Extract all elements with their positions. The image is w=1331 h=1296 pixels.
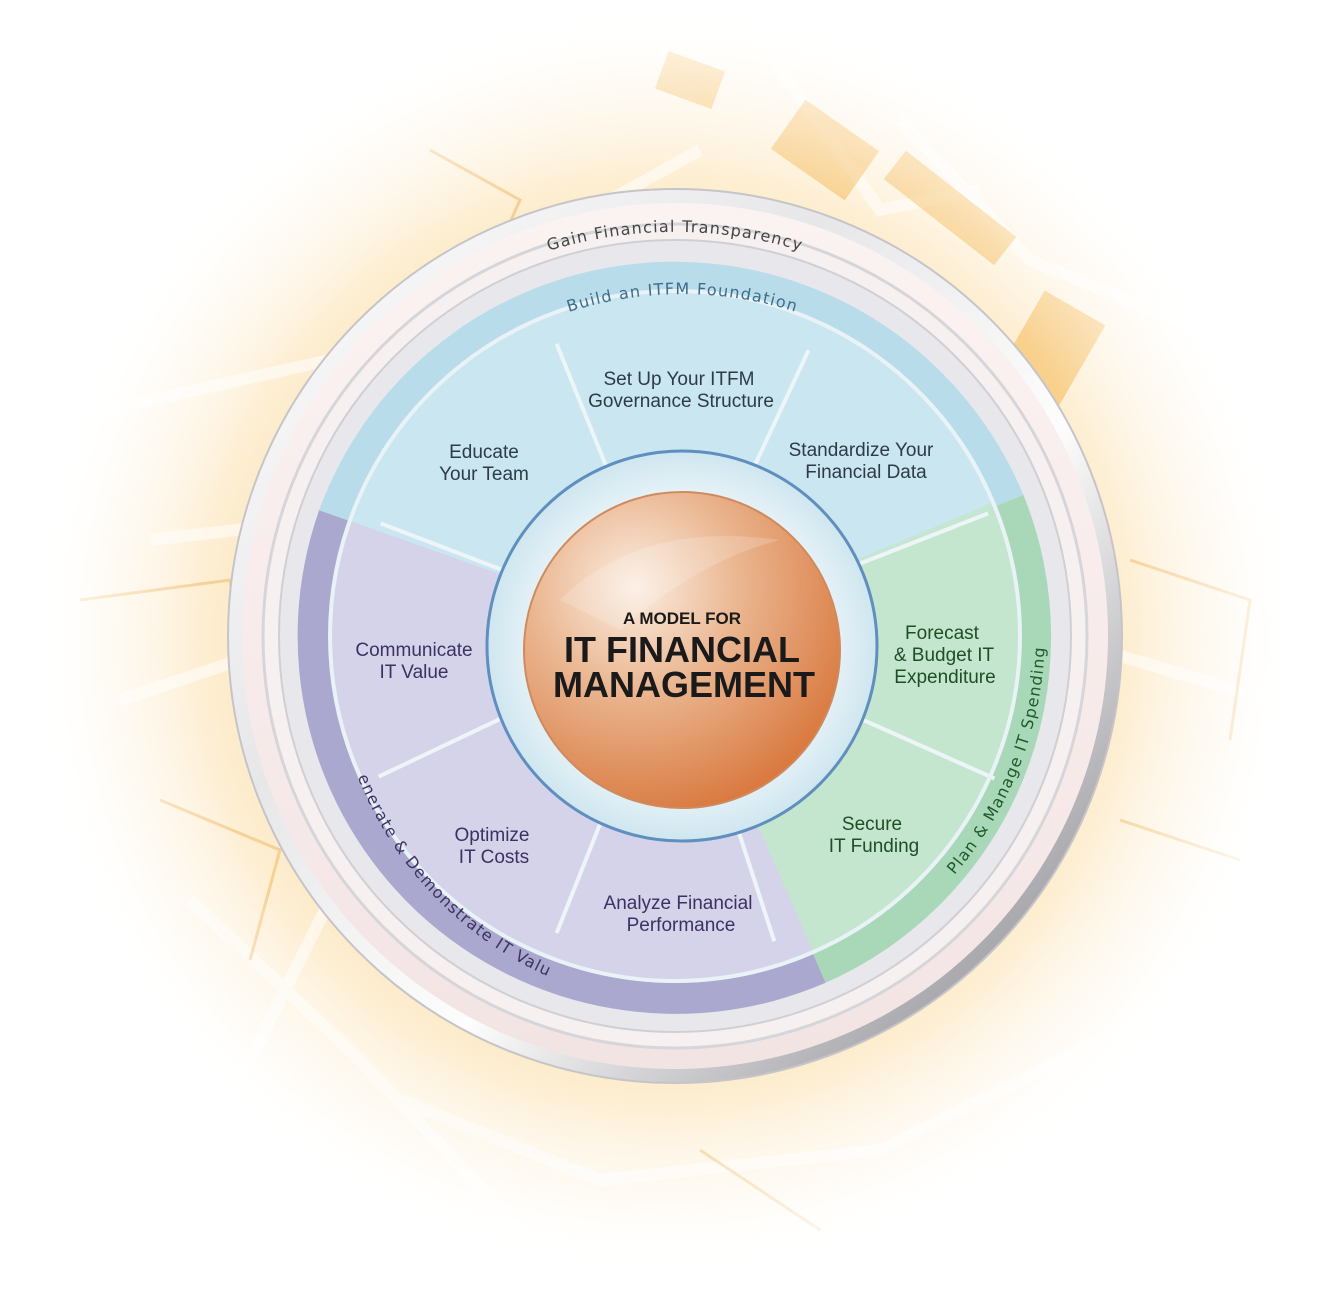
segment-standardize-line-2: Financial Data bbox=[805, 462, 927, 483]
segment-funding: Secure IT Funding bbox=[829, 814, 919, 857]
segment-governance: Set Up Your ITFM Governance Structure bbox=[588, 369, 774, 412]
segment-forecast-line-1: Forecast bbox=[905, 623, 980, 644]
segment-educate-line-1: Educate bbox=[449, 442, 519, 463]
segment-forecast-line-2: & Budget IT bbox=[894, 645, 995, 666]
segment-optimize-line-2: IT Costs bbox=[459, 847, 529, 868]
segment-communicate: Communicate IT Value bbox=[355, 640, 472, 683]
segment-governance-line-2: Governance Structure bbox=[588, 391, 774, 412]
segment-governance-line-1: Set Up Your ITFM bbox=[603, 369, 754, 390]
center-title-line-3: MANAGEMENT bbox=[553, 664, 815, 705]
segment-analyze: Analyze Financial Performance bbox=[604, 893, 753, 936]
segment-optimize: Optimize IT Costs bbox=[455, 825, 530, 868]
segment-educate: Educate Your Team bbox=[439, 442, 529, 485]
segment-forecast-line-3: Expenditure bbox=[894, 667, 995, 688]
center-circle bbox=[523, 491, 841, 809]
segment-optimize-line-1: Optimize bbox=[455, 825, 530, 846]
segment-communicate-line-1: Communicate bbox=[355, 640, 472, 661]
segment-communicate-line-2: IT Value bbox=[379, 662, 448, 683]
segment-funding-line-1: Secure bbox=[842, 814, 902, 835]
segment-standardize: Standardize Your Financial Data bbox=[789, 440, 934, 483]
segment-standardize-line-1: Standardize Your bbox=[789, 440, 934, 461]
segment-funding-line-2: IT Funding bbox=[829, 836, 919, 857]
segment-educate-line-2: Your Team bbox=[439, 464, 529, 485]
segment-analyze-line-1: Analyze Financial bbox=[604, 893, 753, 914]
segment-forecast: Forecast & Budget IT Expenditure bbox=[894, 623, 996, 688]
center-title-line-2: IT FINANCIAL bbox=[564, 629, 800, 670]
center-title: A MODEL FOR IT FINANCIAL MANAGEMENT bbox=[553, 609, 815, 705]
center-title-line-1: A MODEL FOR bbox=[623, 609, 741, 628]
segment-analyze-line-2: Performance bbox=[627, 915, 736, 936]
